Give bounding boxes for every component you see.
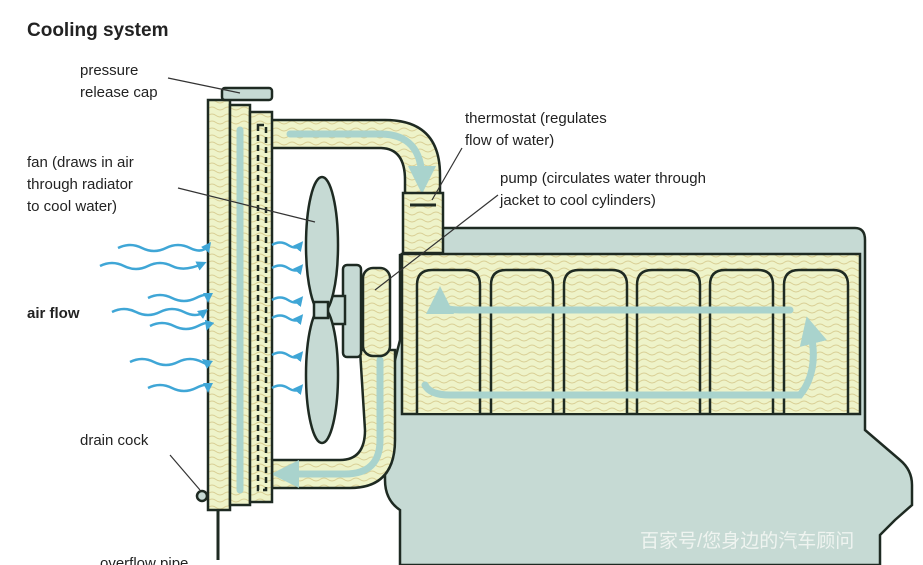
watermark: 百家号/您身边的汽车顾问 <box>640 530 854 552</box>
pressure-cap <box>220 86 274 102</box>
label-overflow-pipe: overflow pipe <box>100 555 188 565</box>
label-fan-2: through radiator <box>27 176 133 193</box>
lower-hose <box>270 348 397 490</box>
drain-cock <box>195 489 209 503</box>
label-pump-2: jacket to cool cylinders) <box>499 192 656 209</box>
label-pressure-cap-1: pressure <box>80 62 138 79</box>
label-air-flow: air flow <box>27 305 80 322</box>
label-fan-3: to cool water) <box>27 198 117 215</box>
engine-block <box>382 226 914 565</box>
diagram-title: Cooling system <box>27 20 168 41</box>
thermostat <box>401 191 445 255</box>
label-fan-1: fan (draws in air <box>27 154 134 171</box>
label-thermostat-2: flow of water) <box>465 132 554 149</box>
air-flow-arrows <box>99 241 304 396</box>
upper-hose <box>268 118 442 197</box>
cylinders <box>415 268 850 413</box>
coolant-flow-arrows <box>421 286 827 399</box>
leader-lines <box>167 77 499 491</box>
label-thermostat-1: thermostat (regulates <box>465 110 607 127</box>
water-pump <box>323 263 392 359</box>
label-drain-cock: drain cock <box>80 432 149 449</box>
fan <box>304 175 340 445</box>
label-pressure-cap-2: release cap <box>80 84 158 101</box>
label-pump-1: pump (circulates water through <box>500 170 706 187</box>
